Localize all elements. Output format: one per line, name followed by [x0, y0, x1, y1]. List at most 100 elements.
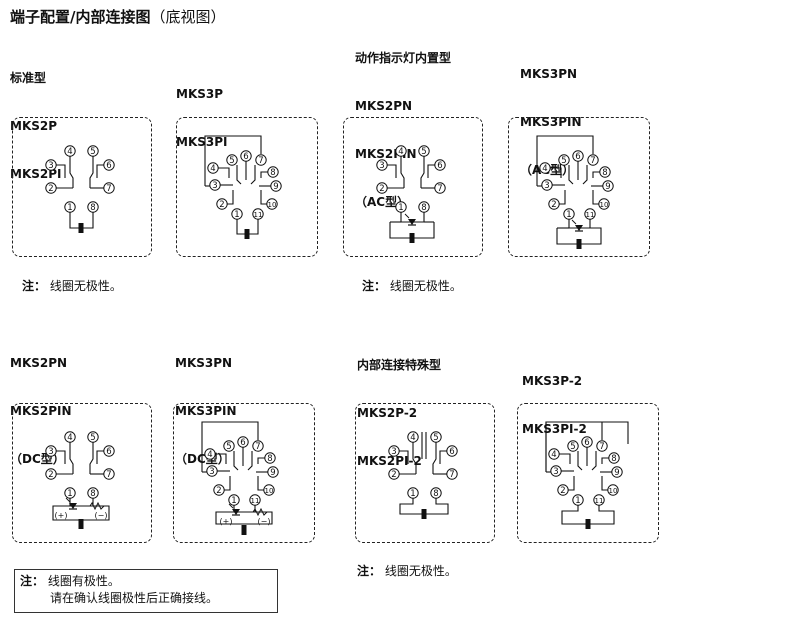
terminal-pin-p5: 5: [223, 440, 235, 452]
light-ray: [404, 213, 410, 219]
pin-number: 8: [90, 203, 95, 213]
group-label-mks3pn-ac: MKS3PN MKS3PIN （AC型）: [520, 34, 582, 194]
pin-circle: [252, 208, 264, 220]
label-line: MKS2P: [10, 119, 58, 133]
note-text: 线圈无极性。: [384, 564, 457, 578]
coil-symbol: [576, 239, 582, 249]
coil-symbol: [78, 223, 84, 233]
pin-circle: [207, 162, 219, 174]
label-line: MKS2PN: [10, 356, 68, 370]
terminal-pin-p6: 6: [572, 150, 584, 162]
pin-number: 5: [226, 442, 231, 452]
pin-circle: [231, 208, 243, 220]
group-label-mks2p-2: 内部连接特殊型 MKS2P-2 MKS2PI-2: [357, 325, 441, 485]
contact-line: [387, 164, 397, 178]
contact-line: [439, 450, 447, 464]
label-line: MKS3PI-2: [522, 422, 587, 436]
pin-circle: [430, 431, 442, 443]
label-line: MKS3PI: [176, 135, 228, 149]
note-text: 请在确认线圈极性后正确接线。: [50, 591, 219, 605]
indicator-led-icon: [571, 219, 583, 232]
pin-circle: [548, 448, 560, 460]
pin-number: 6: [243, 152, 248, 162]
pin-number: 6: [106, 161, 111, 171]
terminal-pin-p8: 8: [599, 166, 611, 178]
terminal-pin-p6: 6: [103, 159, 115, 171]
terminal-pin-p5: 5: [567, 440, 579, 452]
contact-line: [582, 165, 588, 185]
terminal-pin-p11: 11: [584, 208, 596, 220]
terminal-pin-p6: 6: [240, 150, 252, 162]
pin-number: 1: [398, 203, 403, 213]
contact-line: [568, 165, 574, 185]
pin-number: 5: [229, 156, 234, 166]
pin-circle: [418, 201, 430, 213]
pin-circle: [550, 465, 562, 477]
page-title: 端子配置/内部连接图（底视图）: [10, 6, 226, 27]
pin-circle: [434, 159, 446, 171]
pin-number: 5: [433, 433, 438, 443]
terminal-pin-p4: 4: [407, 431, 419, 443]
terminal-pin-p10: 10: [598, 198, 610, 210]
note-text: 线圈无极性。: [389, 279, 462, 293]
terminal-pin-p6: 6: [446, 445, 458, 457]
terminal-pin-p2: 2: [45, 182, 57, 194]
terminal-pin-p6: 6: [237, 436, 249, 448]
pin-number: 2: [560, 486, 565, 496]
note-polarity: 注： 线圈有极性。 请在确认线圈极性后正确接线。: [20, 573, 218, 607]
terminal-pin-p4: 4: [64, 431, 76, 443]
terminal-pin-p5: 5: [87, 431, 99, 443]
terminal-pin-p8: 8: [87, 201, 99, 213]
contact-line: [96, 450, 104, 464]
pin-number: 6: [584, 438, 589, 448]
polarity-plus: (+): [55, 511, 68, 520]
pin-circle: [608, 452, 620, 464]
terminal-pin-p5: 5: [430, 431, 442, 443]
pin-number: 3: [379, 161, 384, 171]
pin-circle: [223, 440, 235, 452]
pin-number: 11: [586, 211, 595, 219]
pin-circle: [228, 494, 240, 506]
coil-symbol: [409, 233, 415, 243]
terminal-pin-p9: 9: [602, 180, 614, 192]
terminal-pin-p4: 4: [548, 448, 560, 460]
label-line: MKS2PN: [355, 99, 413, 113]
label-line: 动作指示灯内置型: [355, 51, 452, 65]
pin-number: 4: [398, 147, 403, 157]
contact-line: [236, 165, 242, 185]
pin-number: 6: [437, 161, 442, 171]
terminal-pin-p3: 3: [45, 159, 57, 171]
terminal-pin-p7: 7: [596, 440, 608, 452]
indicator-led-icon: [404, 213, 416, 226]
label-line: MKS2P-2: [357, 406, 418, 420]
terminal-pin-p9: 9: [611, 466, 623, 478]
pin-number: 1: [67, 489, 72, 499]
terminal-pin-p3: 3: [209, 179, 221, 191]
terminal-pin-p3: 3: [541, 179, 553, 191]
note-prefix: 注：: [20, 574, 45, 588]
contact-line: [257, 476, 264, 491]
contact-line: [218, 167, 230, 178]
pin-circle: [87, 487, 99, 499]
terminal-pin-p1: 1: [395, 201, 407, 213]
pin-circle: [240, 150, 252, 162]
pin-circle: [45, 445, 57, 457]
contact-line: [601, 476, 608, 491]
pin-circle: [572, 494, 584, 506]
pin-circle: [539, 162, 551, 174]
pin-number: 3: [48, 161, 53, 171]
label-line: MKS3PIN: [175, 404, 237, 418]
pin-circle: [45, 159, 57, 171]
coil-symbol: [421, 509, 427, 519]
terminal-pin-p7: 7: [434, 182, 446, 194]
pin-number: 3: [544, 181, 549, 191]
coil-symbol: [244, 229, 250, 239]
pin-circle: [213, 484, 225, 496]
coil-symbol: [585, 519, 591, 529]
contact-line: [420, 156, 425, 188]
